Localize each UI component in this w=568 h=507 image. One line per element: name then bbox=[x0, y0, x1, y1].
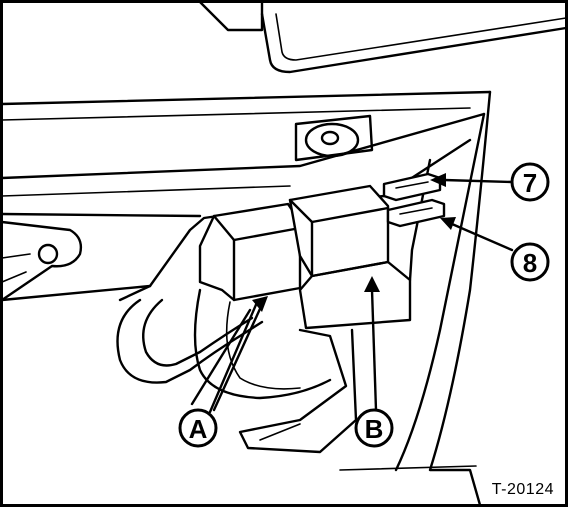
leader-a bbox=[212, 298, 266, 412]
callout-a: A bbox=[178, 408, 218, 448]
bottom-ledge bbox=[339, 465, 477, 471]
callout-b-label: B bbox=[365, 414, 384, 444]
arrowhead-a bbox=[252, 296, 268, 312]
leader-8 bbox=[450, 222, 514, 252]
left-bracket bbox=[0, 220, 83, 302]
bracket-bolt bbox=[37, 243, 59, 265]
harness-outer bbox=[116, 298, 264, 384]
harness-lower-inner bbox=[225, 301, 301, 390]
callout-a-label: A bbox=[189, 414, 208, 444]
callout-7-label: 7 bbox=[523, 168, 537, 198]
callout-8: 8 bbox=[510, 242, 550, 282]
dash-edge-2 bbox=[1, 107, 471, 121]
dash-edge-4 bbox=[1, 185, 291, 197]
leader-a-2 bbox=[190, 308, 252, 406]
fuse-holder-8 bbox=[386, 198, 446, 228]
leader-b bbox=[370, 288, 378, 412]
dash-edge-3 bbox=[0, 112, 486, 180]
harness-inner bbox=[142, 298, 254, 367]
boss-mount bbox=[294, 114, 374, 162]
dash-edge-1 bbox=[0, 90, 492, 106]
callout-b: B bbox=[354, 408, 394, 448]
leader-a-tip bbox=[208, 298, 260, 414]
callout-8-label: 8 bbox=[523, 248, 537, 278]
relay-b-body bbox=[288, 184, 390, 278]
leader-7 bbox=[442, 178, 514, 184]
side-trim-outer bbox=[428, 90, 492, 507]
lower-bracket bbox=[238, 328, 358, 454]
trim-panel-top-left bbox=[198, 0, 264, 32]
arrowhead-8 bbox=[440, 217, 456, 230]
callout-7: 7 bbox=[510, 162, 550, 202]
fuse-holder-7 bbox=[382, 172, 442, 202]
figure-reference-code: T-20124 bbox=[491, 481, 554, 498]
fuse-slots bbox=[395, 181, 433, 215]
harness-lower bbox=[193, 288, 332, 400]
carrier-bar-lower bbox=[0, 212, 202, 302]
trim-panel-top-inner bbox=[275, 13, 567, 61]
arrowhead-b bbox=[364, 276, 380, 292]
screw-boss-outer bbox=[304, 122, 360, 158]
trim-panel-top-edge bbox=[260, 12, 568, 74]
lower-bracket-detail bbox=[259, 423, 301, 441]
arrowhead-7 bbox=[430, 173, 446, 187]
screw-boss-inner bbox=[320, 130, 340, 146]
bracket-edge bbox=[1, 253, 31, 283]
